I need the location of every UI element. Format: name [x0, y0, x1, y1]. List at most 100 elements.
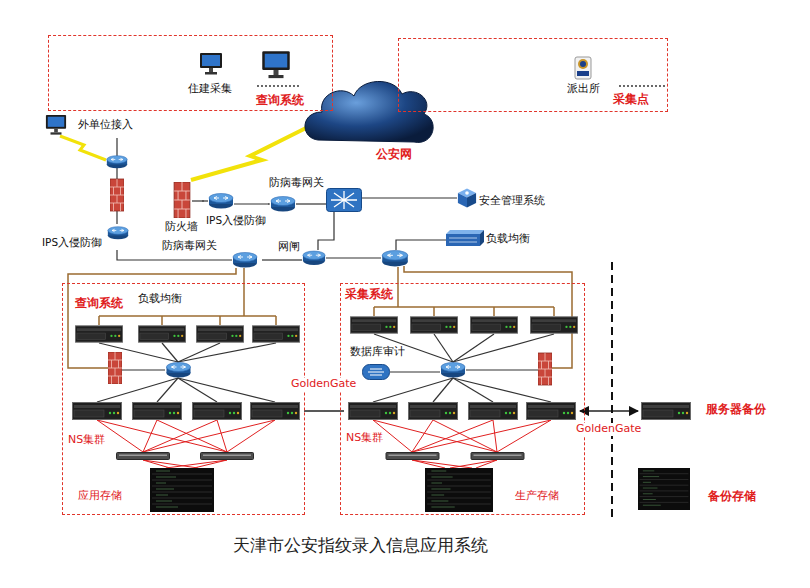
ips-icon: [108, 227, 128, 240]
ellipsis-dots: [631, 85, 633, 87]
ellipsis-dots: [659, 85, 661, 87]
connector-line: [580, 410, 638, 412]
network-wire: [192, 200, 208, 201]
device-label: 数据库审计: [350, 345, 405, 357]
device-node: 公安网: [305, 72, 432, 164]
storage-wire: [143, 420, 275, 452]
device-label: 外单位接入: [78, 118, 133, 130]
network-wire: [122, 369, 165, 370]
server-icon: [133, 403, 182, 420]
network-wire: [434, 334, 453, 362]
region-title: 采集系统: [345, 288, 393, 302]
network-wire: [466, 369, 538, 370]
ellipsis-dots: [289, 85, 291, 87]
trunk-wire: [275, 316, 277, 325]
storage-wire: [217, 420, 227, 452]
caption-text: 天津市公安指纹录入信息应用系统: [233, 535, 488, 555]
system-region: 采集系统数据库审计NS集群生产存储: [340, 283, 585, 515]
ellipsis-dots: [281, 85, 283, 87]
ellipsis-dots: [285, 85, 287, 87]
server-icon: [252, 326, 299, 342]
trunk-wire: [553, 307, 555, 316]
firewall-icon: [538, 353, 552, 385]
device-label: 备份存储: [708, 490, 756, 504]
server-icon: [350, 317, 397, 333]
system-region: 查询系统负载均衡NS集群应用存储: [62, 283, 305, 515]
server-icon: [642, 403, 691, 420]
network-wire: [157, 378, 178, 402]
device-node: IPS入侵防御: [40, 224, 132, 250]
ellipsis-dots: [293, 85, 295, 87]
network-wire: [318, 212, 334, 250]
device-node: 负载均衡: [444, 228, 532, 250]
device-label: 防病毒网关: [162, 239, 217, 251]
gatekeeper-icon: [303, 251, 325, 265]
device-label: 防病毒网关: [269, 176, 324, 188]
device-node: 服务器备份: [638, 398, 774, 424]
region-title: 采集点: [613, 93, 649, 107]
device-label: 防火墙: [165, 220, 198, 232]
ellipsis-dots: [273, 85, 275, 87]
server-icon: [530, 317, 577, 333]
ellipsis-dots: [647, 85, 649, 87]
device-node: 应用存储: [76, 465, 216, 513]
storage-rack: [638, 468, 690, 510]
edge-label-box: GoldenGate: [574, 423, 643, 436]
device-node: 安全管理系统: [455, 186, 547, 212]
server-icon: [196, 326, 243, 342]
device-label: NS集群: [346, 432, 383, 445]
system-region: 采集点 派出所: [398, 38, 668, 112]
computer-icon: [46, 115, 66, 135]
network-wire: [296, 203, 326, 204]
storage-rack: [425, 468, 493, 512]
storage-wire: [143, 460, 170, 468]
device-label: 负载均衡: [486, 232, 530, 244]
controller-icon: [117, 453, 170, 460]
ellipsis-dots: [257, 85, 259, 87]
network-wire: [396, 240, 446, 250]
device-label: IPS入侵防御: [42, 236, 102, 248]
server-icon: [409, 403, 458, 420]
ellipsis-dots: [269, 85, 271, 87]
switch-icon: [441, 363, 465, 378]
device-node: 备份存储: [636, 466, 758, 512]
network-wire: [453, 378, 551, 402]
ellipsis-dots: [655, 85, 657, 87]
connector-line: [304, 410, 344, 412]
police-icon: [575, 57, 591, 79]
trunk-wire: [373, 307, 375, 316]
server-icon: [251, 403, 300, 420]
region-title: 查询系统: [75, 297, 123, 311]
device-label: 服务器备份: [706, 403, 766, 417]
firewall-icon: [110, 179, 124, 211]
wireless-link: [60, 136, 106, 160]
server-icon: [75, 326, 122, 342]
trunk-wire: [99, 315, 276, 317]
caption-box: 天津市公安指纹录入信息应用系统: [0, 534, 720, 557]
controller-icon: [386, 453, 439, 460]
storage-wire: [143, 460, 198, 468]
trunk-wire: [161, 316, 163, 325]
security-icon: [458, 188, 476, 207]
device-label: 派出所: [567, 82, 600, 94]
server-icon: [73, 403, 122, 420]
ellipsis-dots: [663, 85, 665, 87]
server-icon: [470, 317, 517, 333]
switch-icon: [233, 253, 257, 268]
ellipsis-dots: [635, 85, 637, 87]
ellipsis-dots: [277, 85, 279, 87]
device-label: NS集群: [68, 434, 105, 447]
device-node: 防火墙: [160, 180, 202, 236]
audit-icon: [363, 365, 390, 380]
device-node: 外单位接入: [42, 112, 134, 138]
ellipsis-dots: [261, 85, 263, 87]
trunk-wire: [374, 306, 554, 308]
edge-label: GoldenGate: [289, 378, 358, 391]
storage-wire: [450, 460, 497, 468]
trunk-wire: [243, 268, 245, 316]
network-wire: [162, 343, 178, 362]
device-label: 网闸: [278, 240, 300, 252]
network-wire: [97, 198, 554, 402]
device-label: 安全管理系统: [479, 194, 545, 206]
storage-wire: [157, 420, 227, 452]
